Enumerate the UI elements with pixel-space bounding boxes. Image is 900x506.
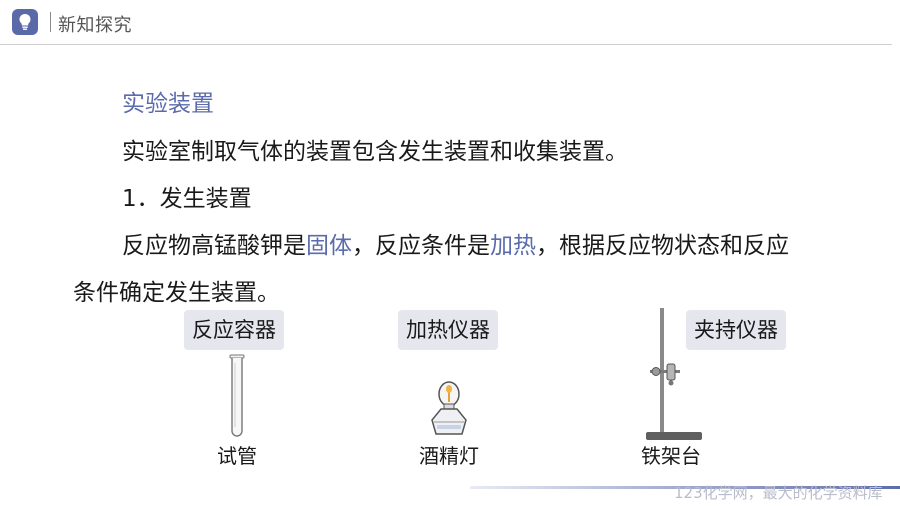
alcohol-lamp-icon [431,381,467,435]
item-label-iron-stand: 铁架台 [641,444,701,468]
intro-text: 实验室制取气体的装置包含发生装置和收集装置。 [122,139,628,165]
paragraph-text: 反应物高锰酸钾是 [122,233,306,259]
watermark-text: 123化学网，最大的化学资料库 [674,484,883,502]
header-divider [0,44,892,45]
subheading: 1．发生装置 [122,186,252,212]
paragraph-text: ，反应条件是 [352,233,490,259]
header-separator [50,12,51,32]
test-tube-icon [229,354,245,437]
highlight-solid: 固体 [306,233,352,259]
category-label-clamping: 夹持仪器 [686,310,786,350]
paragraph-line-1: 反应物高锰酸钾是固体，反应条件是加热，根据反应物状态和反应 [122,226,789,260]
iron-stand-icon [646,308,702,440]
category-label-container: 反应容器 [184,310,284,350]
lightbulb-icon [12,9,38,35]
item-label-test-tube: 试管 [217,444,257,468]
highlight-heating: 加热 [490,233,536,259]
paragraph-text: ，根据反应物状态和反应 [536,233,789,259]
footer-divider [470,486,900,489]
category-label-heating: 加热仪器 [398,310,498,350]
page-title: 新知探究 [58,15,132,36]
section-heading: 实验装置 [122,91,214,117]
paragraph-line-2: 条件确定发生装置。 [73,280,280,306]
item-label-alcohol-lamp: 酒精灯 [419,444,479,468]
